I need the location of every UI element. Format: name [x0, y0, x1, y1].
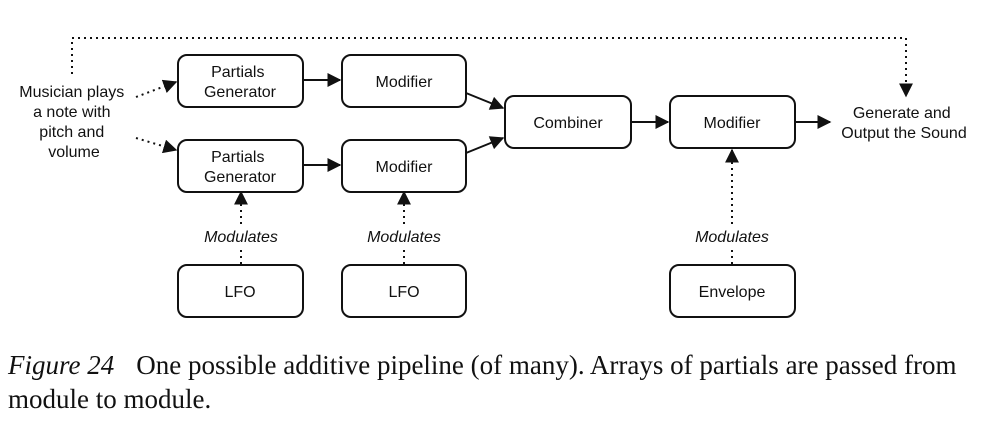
node-combiner: Combiner: [504, 95, 632, 149]
svg-text:LFO: LFO: [388, 284, 419, 301]
figure-caption-text: One possible additive pipeline (of many)…: [8, 350, 957, 414]
svg-text:Combiner: Combiner: [533, 115, 603, 132]
edge-musician-pg2: [135, 137, 178, 154]
svg-text:Envelope: Envelope: [699, 284, 766, 301]
node-modifier-1: Modifier: [341, 54, 467, 108]
output-note: Generate and Output the Sound: [841, 105, 966, 142]
musician-note: Musician plays a note with pitch and vol…: [19, 84, 128, 161]
node-partials-generator-2: Partials Generator: [177, 139, 304, 193]
node-modifier-3: Modifier: [669, 95, 796, 149]
edge-musician-pg1: [135, 79, 178, 98]
modulates-label-2: Modulates: [367, 229, 441, 246]
svg-text:Partials Generator: Partials Generator: [204, 149, 277, 186]
edge-mod1-combiner: [465, 92, 505, 110]
edge-mod2-combiner: [465, 136, 505, 154]
modulates-label-1: Modulates: [204, 229, 278, 246]
svg-text:LFO: LFO: [224, 284, 255, 301]
svg-text:Modifier: Modifier: [376, 74, 434, 91]
pipeline-diagram: Musician plays a note with pitch and vol…: [19, 37, 967, 318]
figure-label: Figure 24: [8, 350, 115, 380]
edges: [71, 37, 913, 264]
edge-musician-output-loop: [71, 37, 913, 98]
svg-text:Modifier: Modifier: [704, 115, 762, 132]
node-envelope: Envelope: [669, 264, 796, 318]
modulates-label-3: Modulates: [695, 229, 769, 246]
node-lfo-2: LFO: [341, 264, 467, 318]
node-partials-generator-1: Partials Generator: [177, 54, 304, 108]
node-modifier-2: Modifier: [341, 139, 467, 193]
svg-text:Modifier: Modifier: [376, 159, 434, 176]
svg-text:Partials Generator: Partials Generator: [204, 64, 277, 101]
node-lfo-1: LFO: [177, 264, 304, 318]
